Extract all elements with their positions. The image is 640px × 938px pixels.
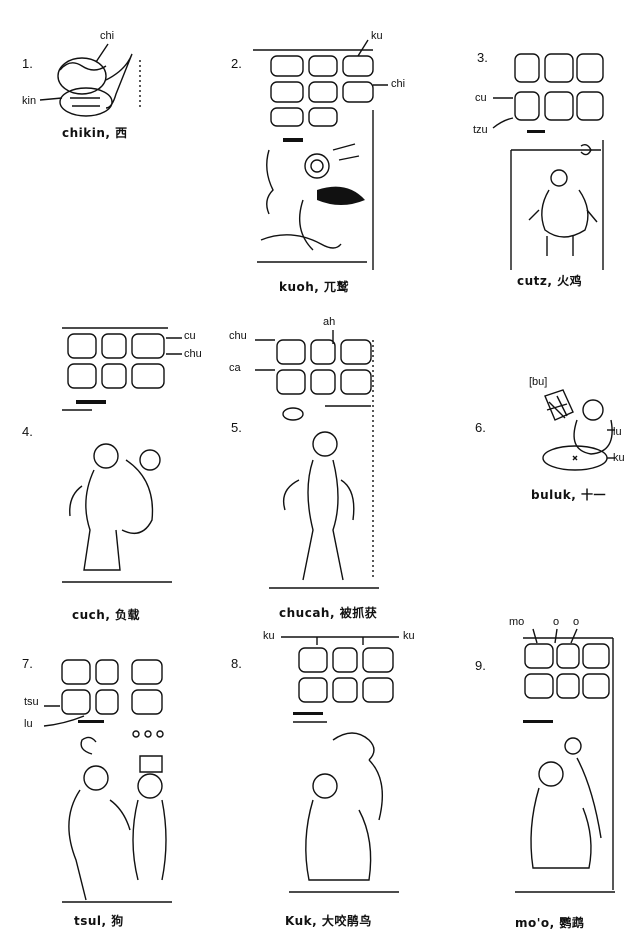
panel-3: 3. cu tzu cutz, 火鸡 <box>427 0 640 310</box>
panel-caption: cuch, 负载 <box>72 608 141 622</box>
panel-number: 9. <box>475 658 486 673</box>
glyph-label: tsu <box>24 696 39 708</box>
panel-number: 7. <box>22 656 33 671</box>
glyph-label: ku <box>371 30 383 42</box>
panel-1: 1. chi kin chikin, 西 <box>0 0 213 310</box>
panel-6: 6. [bu] lu ku buluk, 十一 <box>427 310 640 630</box>
glyph-drawing <box>39 43 141 117</box>
glyph-label: kin <box>22 95 37 107</box>
panel-number: 8. <box>231 656 242 671</box>
panel-caption: tsul, 狗 <box>74 914 124 928</box>
panel-caption: Kuk, 大咬鹃鸟 <box>285 914 372 928</box>
glyph-label: chi <box>391 78 406 90</box>
panel-caption: mo'o, 鹦鹉 <box>515 916 585 930</box>
scene-drawing <box>253 39 388 270</box>
panel-number: 4. <box>22 424 33 439</box>
glyph-label: lu <box>613 426 622 438</box>
glyph-label: cu <box>184 330 196 342</box>
panel-7: 7. tsu lu tsul, 狗 <box>0 630 213 938</box>
glyph-label: tzu <box>473 124 488 136</box>
glyph-label: cu <box>475 92 487 104</box>
panel-9: 9. mo o o mo'o, 鹦鹉 <box>427 616 640 938</box>
panel-number: 6. <box>475 420 486 435</box>
glyph-label: ah <box>323 316 336 328</box>
glyph-label: ku <box>403 630 415 642</box>
glyph-label: ku <box>263 630 275 642</box>
scene-drawing <box>43 659 172 903</box>
glyph-label: chu <box>229 330 247 342</box>
panel-number: 5. <box>231 420 242 435</box>
panel-number: 1. <box>22 56 33 71</box>
panel-number: 3. <box>477 50 488 65</box>
glyph-label: lu <box>24 718 33 730</box>
glyph-label: mo <box>509 616 525 628</box>
panel-2: 2. ku chi kuoh, 兀鹫 <box>213 0 427 310</box>
panel-4: 4. cu chu cuch, 负载 <box>0 310 213 630</box>
scene-drawing <box>492 53 604 270</box>
scene-drawing <box>515 628 615 893</box>
glyph-label: chu <box>184 348 202 360</box>
panel-caption: cutz, 火鸡 <box>517 274 583 288</box>
scene-drawing <box>62 327 182 583</box>
panel-5: 5. ah chu ca chucah, 被抓获 <box>213 310 427 630</box>
glyph-label: ca <box>229 362 241 374</box>
glyph-label: o <box>573 616 580 628</box>
glyph-drawing <box>542 389 615 471</box>
panel-caption: buluk, 十一 <box>531 488 607 502</box>
panel-caption: chikin, 西 <box>62 126 128 140</box>
glyph-label: chi <box>100 30 115 42</box>
scene-drawing <box>255 330 379 589</box>
glyph-label: [bu] <box>529 376 548 388</box>
panel-number: 2. <box>231 56 242 71</box>
scene-drawing <box>281 636 399 893</box>
glyph-label: ku <box>613 452 625 464</box>
panel-caption: chucah, 被抓获 <box>279 606 378 620</box>
panel-caption: kuoh, 兀鹫 <box>279 280 350 294</box>
glyph-label: o <box>553 616 560 628</box>
panel-8: 8. ku ku Kuk, 大咬鹃鸟 <box>213 630 427 938</box>
